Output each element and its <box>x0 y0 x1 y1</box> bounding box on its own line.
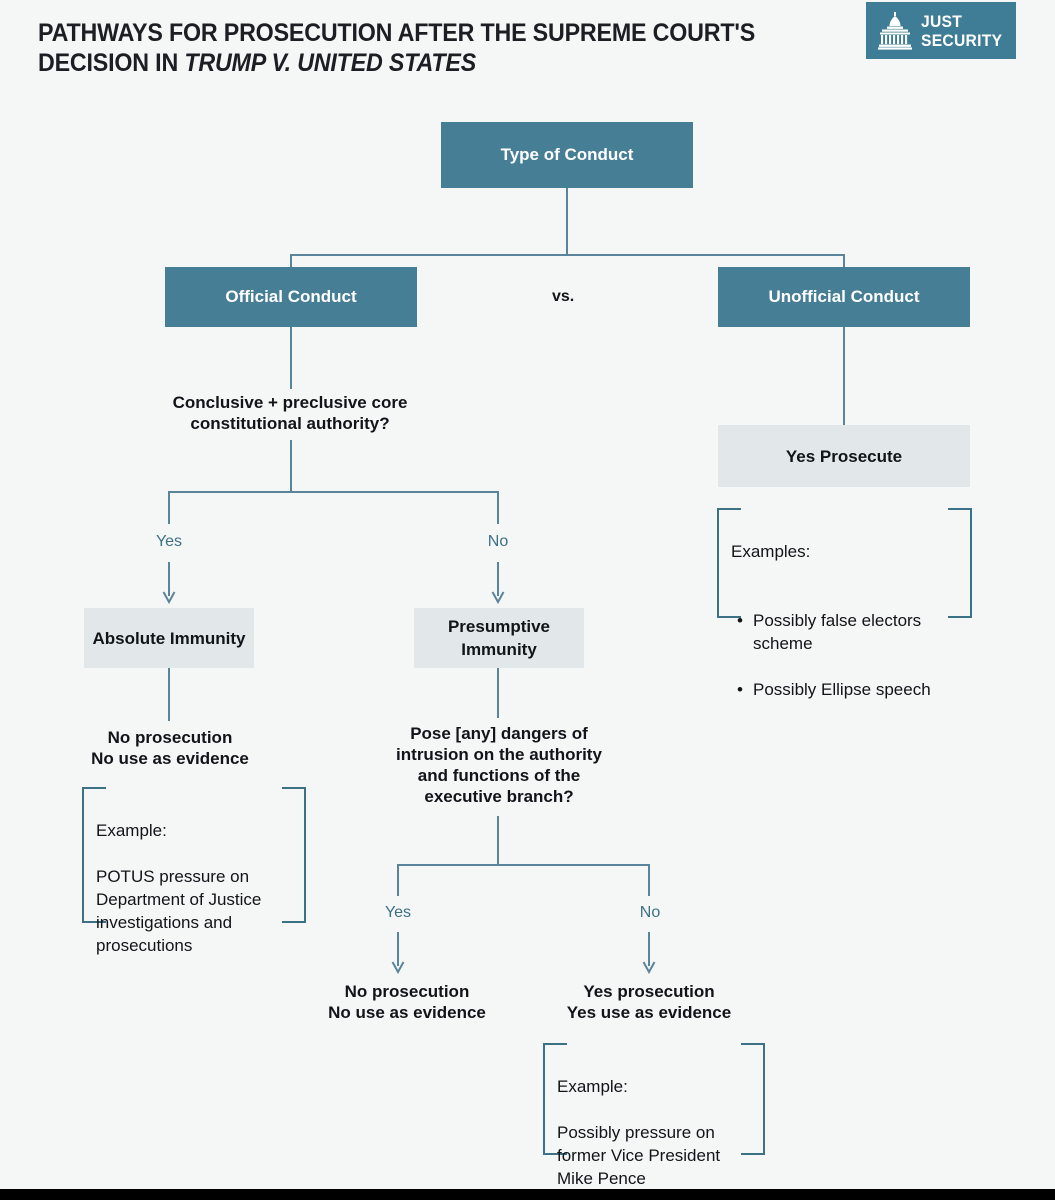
node-official-conduct[interactable]: Official Conduct <box>165 267 417 327</box>
capitol-dome-icon <box>878 11 912 50</box>
bottom-bar <box>0 1189 1055 1200</box>
connector-root-stem <box>566 188 568 256</box>
node-type-of-conduct[interactable]: Type of Conduct <box>441 122 693 188</box>
connector-absolute-to-result <box>168 668 170 721</box>
node-unofficial-conduct[interactable]: Unofficial Conduct <box>718 267 970 327</box>
callout-body: Examples: Possibly false electors scheme… <box>717 508 972 756</box>
callout-body: Example: Possibly pressure on former Vic… <box>543 1043 765 1200</box>
list-item: Possibly false electors scheme <box>737 609 962 655</box>
bracket-right-edge <box>763 1043 765 1155</box>
callout-text: Possibly pressure on former Vice Preside… <box>557 1123 721 1188</box>
result-presumptive-no: Yes prosecution Yes use as evidence <box>566 982 732 1022</box>
bracket-left-edge <box>543 1043 545 1155</box>
arrow-down-no-core <box>491 562 505 604</box>
callout-example-presumptive-no: Example: Possibly pressure on former Vic… <box>543 1043 765 1188</box>
bracket-right-edge <box>970 508 972 618</box>
bracket-corner-bottom-right <box>741 1153 765 1155</box>
node-absolute-immunity[interactable]: Absolute Immunity <box>84 608 254 668</box>
node-label: Presumptive Immunity <box>447 617 551 659</box>
connector-official-to-question <box>290 327 292 389</box>
connector-to-unofficial <box>843 254 845 267</box>
node-presumptive-immunity[interactable]: Presumptive Immunity <box>414 608 584 668</box>
connector-to-official <box>290 254 292 267</box>
bracket-corner-bottom-left <box>82 921 106 923</box>
just-security-logo: JUST SECURITY <box>866 2 1016 59</box>
branch-label-no-intrusion: No <box>639 904 661 921</box>
arrow-down-no-intrusion <box>642 932 656 974</box>
bracket-right-edge <box>304 787 306 923</box>
list-item: Possibly Ellipse speech <box>737 678 962 701</box>
branch-label-yes-core: Yes <box>155 533 183 550</box>
logo-word-just: JUST <box>921 11 963 31</box>
result-presumptive-yes: No prosecution No use as evidence <box>328 982 486 1022</box>
connector-root-split <box>290 254 845 256</box>
connector-presumptive-to-question <box>497 668 499 718</box>
connector-intrusion-split <box>397 864 649 866</box>
callout-text: POTUS pressure on Department of Justice … <box>96 867 262 955</box>
callout-heading: Example: <box>96 821 167 840</box>
connector-question-yes-drop <box>168 491 170 524</box>
bracket-corner-top-right <box>741 1043 765 1045</box>
node-label: Yes Prosecute <box>785 446 903 466</box>
bracket-corner-top-right <box>282 787 306 789</box>
node-label: Absolute Immunity <box>92 628 246 648</box>
logo-word-security: SECURITY <box>921 30 1003 50</box>
connector-intrusion-yes-drop <box>397 864 399 896</box>
logo-wordmark: JUST SECURITY <box>921 13 1009 49</box>
node-label: Type of Conduct <box>500 145 634 164</box>
arrow-down-yes-intrusion <box>391 932 405 974</box>
bracket-corner-bottom-left <box>543 1153 567 1155</box>
page-title: Pathways for prosecution after the Supre… <box>38 18 791 78</box>
arrow-down-yes-core <box>162 562 176 604</box>
branch-label-no-core: No <box>487 533 509 550</box>
callout-heading: Example: <box>557 1077 628 1096</box>
bracket-left-edge <box>717 508 719 618</box>
bracket-corner-bottom-right <box>282 921 306 923</box>
title-line-2-prefix: Decision in <box>38 49 185 77</box>
bracket-corner-top-left <box>543 1043 567 1045</box>
connector-question-stem <box>290 440 292 493</box>
bracket-corner-bottom-left <box>717 616 741 618</box>
title-case-name: Trump v. United States <box>184 49 477 77</box>
callout-list: Possibly false electors scheme Possibly … <box>731 586 962 724</box>
connector-intrusion-stem <box>497 816 499 866</box>
vs-label: vs. <box>552 288 575 305</box>
node-label: Official Conduct <box>225 287 357 306</box>
bracket-corner-top-left <box>717 508 741 510</box>
connector-intrusion-no-drop <box>648 864 650 896</box>
callout-example-absolute-immunity: Example: POTUS pressure on Department of… <box>82 787 306 955</box>
node-question-intrusion: Pose [any] dangers of intrusion on the a… <box>396 724 602 806</box>
callout-body: Example: POTUS pressure on Department of… <box>82 787 306 989</box>
branch-label-yes-intrusion: Yes <box>384 904 412 921</box>
connector-question-split <box>168 491 499 493</box>
node-yes-prosecute[interactable]: Yes Prosecute <box>718 425 970 487</box>
title-line-1: Pathways for prosecution after the Supre… <box>38 19 756 47</box>
bracket-corner-top-right <box>948 508 972 510</box>
connector-unofficial-to-prosecute <box>843 327 845 425</box>
node-question-core-authority: Conclusive + preclusive core constitutio… <box>172 393 408 433</box>
result-absolute-immunity: No prosecution No use as evidence <box>91 728 249 768</box>
node-label: Unofficial Conduct <box>768 287 920 306</box>
bracket-left-edge <box>82 787 84 923</box>
callout-heading: Examples: <box>731 542 811 561</box>
callout-examples-unofficial: Examples: Possibly false electors scheme… <box>717 508 972 701</box>
connector-question-no-drop <box>497 491 499 524</box>
bracket-corner-top-left <box>82 787 106 789</box>
